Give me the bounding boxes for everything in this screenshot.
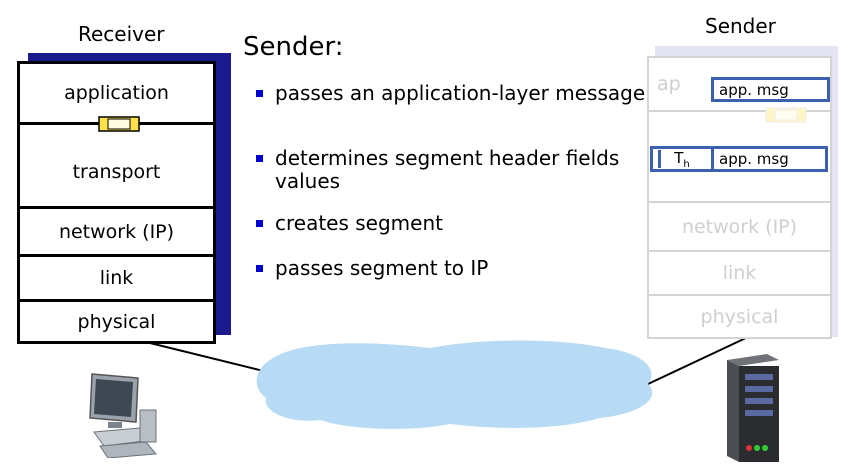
sender-layer-application: ap: [649, 58, 830, 112]
bullet-item: creates segment: [256, 212, 655, 235]
message-icon: [765, 107, 807, 123]
sender-protocol-stack: ap network (IP) link physical: [647, 56, 832, 339]
receiver-protocol-stack: application transport network (IP) link …: [17, 61, 216, 344]
bullet-item: passes an application-layer message: [256, 82, 655, 105]
sender-layer-network: network (IP): [649, 203, 830, 252]
segment-message-box: app. msg: [711, 146, 828, 172]
sender-layer-physical: physical: [700, 305, 779, 328]
receiver-layer-network: network (IP): [20, 209, 213, 257]
sender-layer-link: link: [649, 252, 830, 296]
segment-header-label: Th: [674, 148, 690, 170]
sender-title: Sender: [705, 14, 776, 38]
sender-app-label: ap: [657, 73, 681, 95]
receiver-layer-physical: physical: [77, 310, 156, 333]
receiver-title: Receiver: [78, 22, 165, 46]
explanation-heading: Sender:: [243, 32, 344, 62]
message-icon: [98, 116, 140, 132]
bullet-item: determines segment header fields values: [256, 147, 655, 193]
receiver-layer-transport: transport: [20, 125, 213, 209]
sender-layer-transport: [649, 112, 830, 203]
app-message-box: app. msg: [711, 77, 830, 102]
receiver-layer-link: link: [20, 257, 213, 302]
sender-link-line: [647, 336, 749, 385]
server-icon: [727, 354, 779, 462]
desktop-computer-icon: [89, 373, 157, 458]
app-message-label: app. msg: [719, 80, 789, 99]
network-cloud-icon: [256, 340, 653, 429]
segment-header-divider: [658, 150, 661, 168]
segment-message-label: app. msg: [719, 150, 789, 168]
bullet-item: passes segment to IP: [256, 257, 655, 280]
